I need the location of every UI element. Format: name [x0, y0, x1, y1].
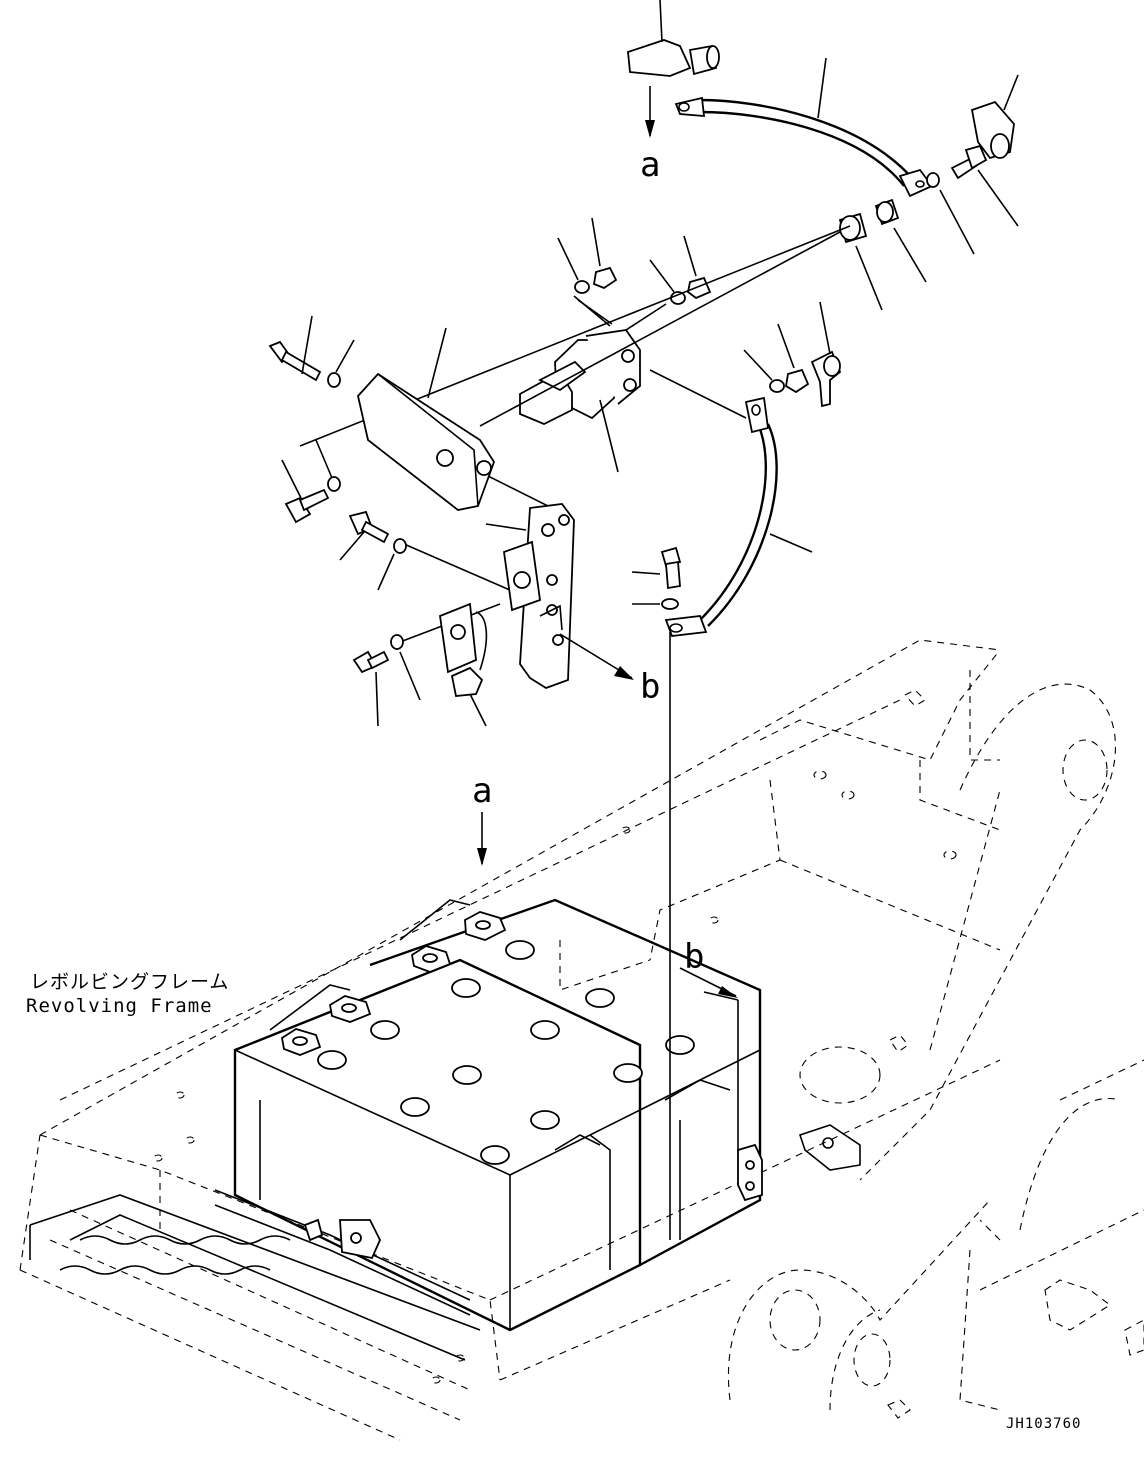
relay-cover: [357, 327, 495, 511]
battery-cell-caps: [317, 940, 695, 1165]
relay-terminal-plate: [439, 602, 488, 727]
battery-relay: [519, 299, 641, 473]
terminal-boot-right: [970, 74, 1019, 160]
frame-label-jp: レボルビングフレーム: [30, 971, 229, 993]
step-plate: [29, 1194, 481, 1361]
arrow-a-bottom: [477, 812, 487, 866]
revolving-frame-outline: [19, 639, 1144, 1441]
arrow-b-top: [559, 633, 634, 680]
leader-lines: [299, 225, 851, 1240]
terminal-boot-top: [627, 0, 720, 77]
arrow-a-top: [645, 86, 655, 138]
relay-bracket: [485, 503, 575, 689]
cable-top: [674, 57, 934, 198]
label-a-top: a: [640, 145, 660, 185]
spacers: [838, 198, 927, 311]
nut-washer-mid: [743, 301, 842, 408]
cover-bolts: [268, 315, 421, 727]
label-b-bottom: b: [684, 937, 704, 977]
battery-left: [233, 958, 642, 1332]
ground-bracket: [737, 1124, 861, 1202]
battery-terminals: [269, 899, 507, 1056]
ground-bolt: [631, 546, 682, 610]
label-a-bottom: a: [472, 771, 492, 811]
drawing-code: JH103760: [1006, 1416, 1081, 1432]
frame-label-en: Revolving Frame: [26, 995, 213, 1017]
arrow-b-bottom: [679, 967, 738, 998]
cable-ground: [664, 396, 813, 637]
label-b-top: b: [640, 667, 660, 707]
nuts-washers-relay: [557, 217, 712, 331]
bolt-washer-top-right: [926, 144, 1019, 255]
battery-hold-down: [214, 1189, 471, 1316]
